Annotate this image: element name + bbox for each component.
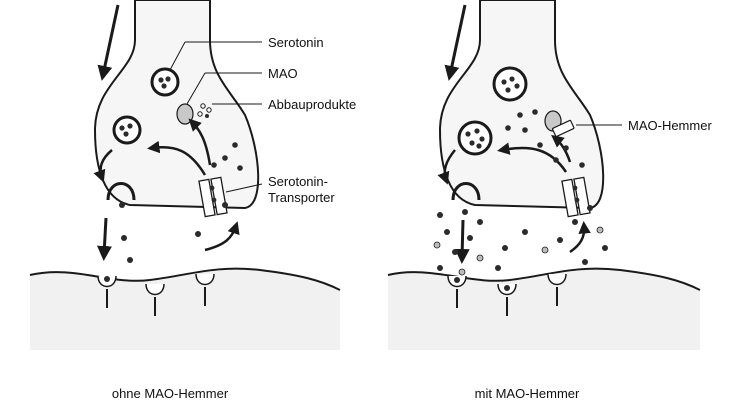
fusing-vesicle-left [106, 182, 136, 201]
vesicle-right-2 [457, 120, 493, 156]
vesicle-left-1 [150, 67, 180, 97]
label-serotonin: Serotonin [268, 35, 324, 50]
vesicle-left-2 [112, 115, 142, 145]
blocked-mao-enzyme-right [544, 110, 575, 138]
mao-enzyme-left [176, 103, 194, 125]
panel-without-mao-inhibitor [29, 0, 341, 350]
receptor-left-2 [145, 283, 165, 316]
postsynaptic-membrane-right [388, 268, 700, 350]
postsynaptic-membrane-left [30, 268, 340, 350]
caption-right: mit MAO-Hemmer [475, 386, 580, 401]
terminal-serotonin-right [505, 109, 585, 168]
presynaptic-terminal-right [438, 0, 605, 210]
receptor-right-2 [497, 283, 517, 316]
label-abbauprodukte: Abbauprodukte [268, 97, 356, 112]
cleft-serotonin-left [119, 202, 228, 263]
label-group: Serotonin MAO Abbauprodukte Serotonin- T… [169, 35, 356, 205]
presynaptic-terminal-left [93, 0, 260, 210]
breakdown-products-left [197, 103, 212, 118]
label-mao: MAO [268, 66, 298, 81]
receptor-right-3 [547, 273, 567, 306]
receptor-right-1 [447, 275, 467, 308]
label-transporter-line2: Transporter [268, 190, 335, 205]
panel-with-mao-inhibitor: MAO-Hemmer [387, 0, 712, 350]
label-mao-hemmer: MAO-Hemmer [628, 118, 712, 133]
label-transporter-line1: Serotonin- [268, 174, 328, 189]
receptor-left-1 [97, 275, 117, 308]
cleft-serotonin-right [433, 205, 608, 276]
vesicle-right-1 [492, 66, 528, 102]
caption-left: ohne MAO-Hemmer [112, 386, 229, 401]
receptor-left-3 [195, 273, 215, 306]
fusing-vesicle-right [451, 182, 481, 201]
serotonin-transporter-right [561, 176, 591, 218]
